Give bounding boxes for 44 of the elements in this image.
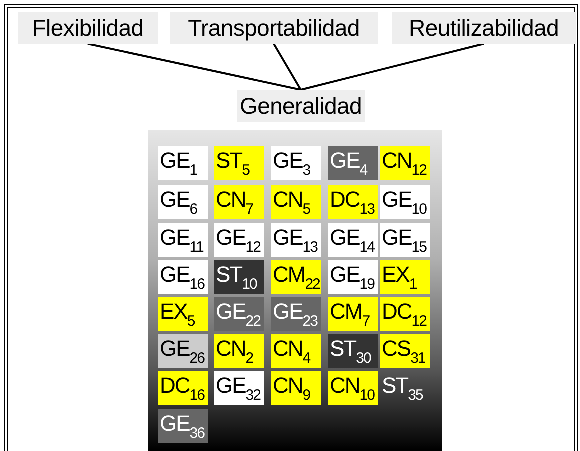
concept-label: Flexibilidad — [18, 12, 158, 44]
code-tag: CN$_{4}$ — [271, 334, 321, 368]
connector-line — [300, 43, 484, 91]
gradient-panel — [148, 130, 442, 451]
code-tag: CM$_{7}$ — [328, 297, 378, 331]
concept-label: Reutilizabilidad — [392, 12, 576, 44]
code-tag: ST$_{10}$ — [214, 260, 264, 294]
code-tag: CN$_{9}$ — [271, 371, 321, 405]
code-tag: GE$_{1}$ — [158, 146, 208, 180]
code-tag: EX$_{5}$ — [158, 297, 208, 331]
code-tag: GE$_{23}$ — [271, 297, 321, 331]
connector-line — [273, 44, 302, 90]
code-tag: DC$_{12}$ — [380, 297, 430, 331]
code-tag: GE$_{3}$ — [271, 146, 321, 180]
code-tag: GE$_{6}$ — [158, 185, 208, 219]
code-tag: CN$_{7}$ — [214, 185, 264, 219]
code-tag: CM$_{22}$ — [271, 260, 321, 294]
concept-label: Transportabilidad — [170, 12, 378, 44]
code-tag: GE$_{26}$ — [158, 334, 208, 368]
code-tag: CN$_{12}$ — [380, 146, 430, 180]
code-tag: ST$_{30}$ — [328, 334, 378, 368]
code-tag: DC$_{16}$ — [158, 371, 208, 405]
code-tag: CN$_{10}$ — [328, 371, 378, 405]
code-tag: GE$_{36}$ — [158, 409, 208, 443]
code-tag: GE$_{4}$ — [328, 146, 378, 180]
code-tag: DC$_{13}$ — [328, 185, 378, 219]
code-tag: GE$_{10}$ — [380, 185, 430, 219]
code-tag: GE$_{15}$ — [380, 223, 430, 257]
concept-label: Generalidad — [237, 90, 365, 122]
connector-line — [88, 43, 302, 91]
code-tag: EX$_{1}$ — [380, 260, 430, 294]
code-tag: ST$_{35}$ — [380, 371, 430, 405]
code-tag: GE$_{32}$ — [214, 371, 264, 405]
code-tag: GE$_{14}$ — [328, 223, 378, 257]
code-tag: GE$_{19}$ — [328, 260, 378, 294]
code-tag: GE$_{12}$ — [214, 223, 264, 257]
code-tag: GE$_{13}$ — [271, 223, 321, 257]
code-tag: GE$_{16}$ — [158, 260, 208, 294]
code-tag: CN$_{2}$ — [214, 334, 264, 368]
code-tag: ST$_{5}$ — [214, 146, 264, 180]
code-tag: CN$_{5}$ — [271, 185, 321, 219]
code-tag: GE$_{11}$ — [158, 223, 208, 257]
code-tag: CS$_{31}$ — [380, 334, 430, 368]
code-tag: GE$_{22}$ — [214, 297, 264, 331]
